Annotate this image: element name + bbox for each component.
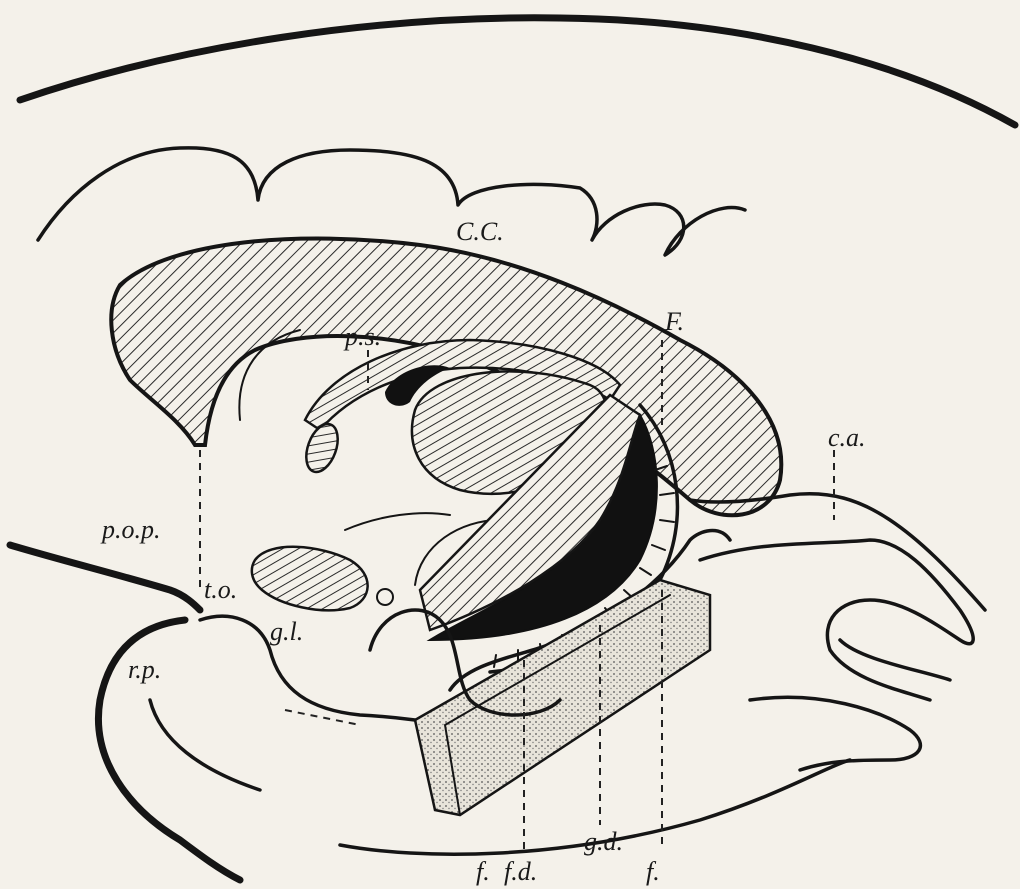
label-ca: c.a. <box>828 423 866 452</box>
label-f: f. <box>646 857 660 886</box>
small-oval-body <box>300 420 343 477</box>
temporal-contour <box>200 616 415 720</box>
label-fd: f.d. <box>504 857 537 886</box>
label-to: t.o. <box>204 575 237 604</box>
small-knob <box>377 589 393 605</box>
right-gyri <box>700 540 973 700</box>
label-gd: g.d. <box>584 827 623 856</box>
inner-curve-line <box>345 513 450 530</box>
right-gyri-lower <box>750 697 920 770</box>
parieto-occipital-line <box>10 545 200 610</box>
label-cc: C.C. <box>456 217 504 246</box>
label-ps: p.s. <box>343 322 381 351</box>
gyri-contour <box>38 148 745 255</box>
label-pop: p.o.p. <box>100 515 161 544</box>
label-rp: r.p. <box>128 655 161 684</box>
label-gl: g.l. <box>270 617 303 646</box>
geniculate-body <box>252 547 368 610</box>
midline-contour <box>150 700 260 790</box>
occipital-lobe-outline <box>98 620 240 880</box>
outer-hemisphere-outline <box>20 18 1015 125</box>
label-F: F. <box>664 307 684 336</box>
label-ff: f. <box>476 857 490 886</box>
